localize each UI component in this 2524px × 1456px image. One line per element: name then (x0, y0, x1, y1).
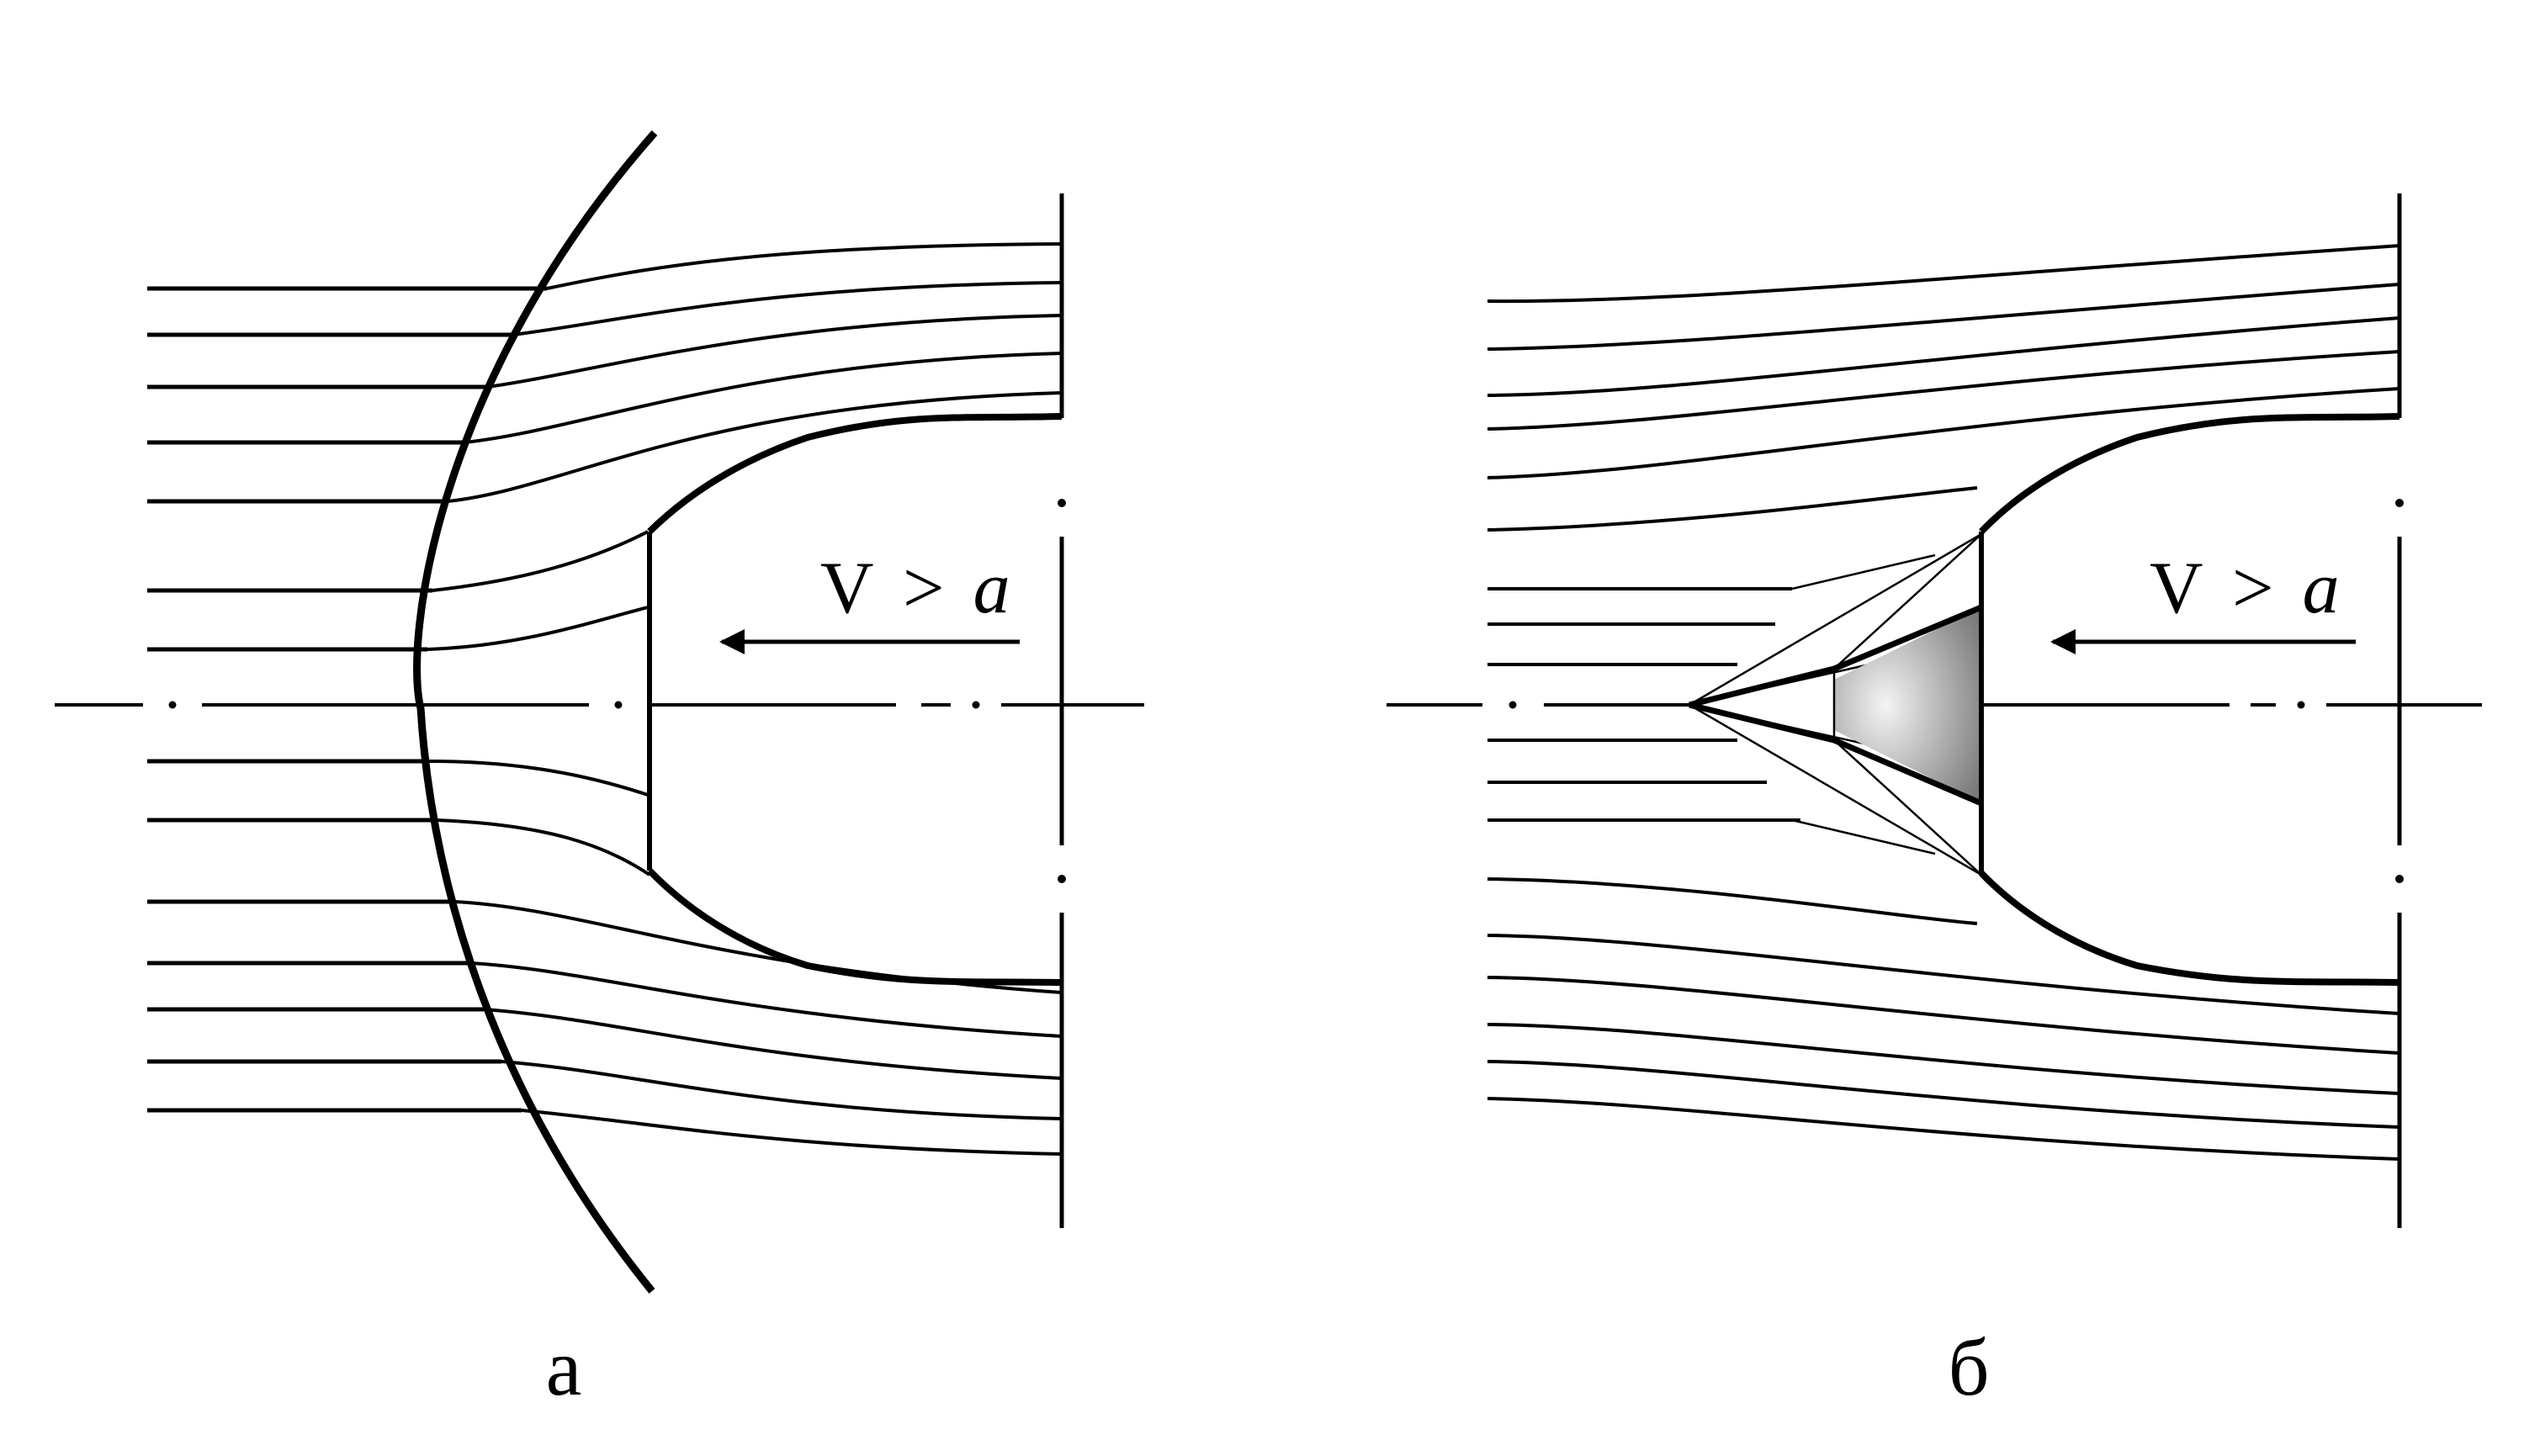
streamlines-upper-b (1487, 244, 2400, 532)
symmetry-axis-b (1387, 701, 2482, 709)
panel-caption-a: а (545, 1322, 582, 1412)
frame-line-b (2395, 193, 2404, 1228)
body-contour-b (1979, 413, 2400, 986)
bow-shock-a (413, 130, 658, 1294)
freestream-lines-a (147, 286, 547, 1113)
deflected-streamlines-upper-a (427, 242, 1063, 651)
symmetry-axis-a (55, 701, 1144, 709)
velocity-symbol-b: V (2150, 548, 2203, 629)
panel-b-cone-body-flow (1387, 193, 2482, 1228)
body-contour-a (647, 413, 1063, 986)
cone-body-b (1834, 607, 1981, 803)
velocity-symbol-a: V (820, 548, 873, 629)
velocity-label-b: V > a (2150, 548, 2340, 629)
sound-speed-symbol-a: a (973, 548, 1010, 629)
panel-caption-b: б (1948, 1322, 1990, 1412)
velocity-label-a: V > a (820, 548, 1010, 629)
straight-streamlines-b (1487, 587, 1800, 822)
sound-speed-symbol-b: a (2303, 548, 2340, 629)
relation-symbol-b: > (2232, 548, 2274, 629)
relation-symbol-a: > (903, 548, 945, 629)
streamlines-lower-b (1487, 877, 2400, 1161)
panel-a-blunt-body-flow (55, 130, 1144, 1294)
cone-contour-b (1689, 604, 1983, 807)
frame-line-a (1058, 193, 1066, 1228)
